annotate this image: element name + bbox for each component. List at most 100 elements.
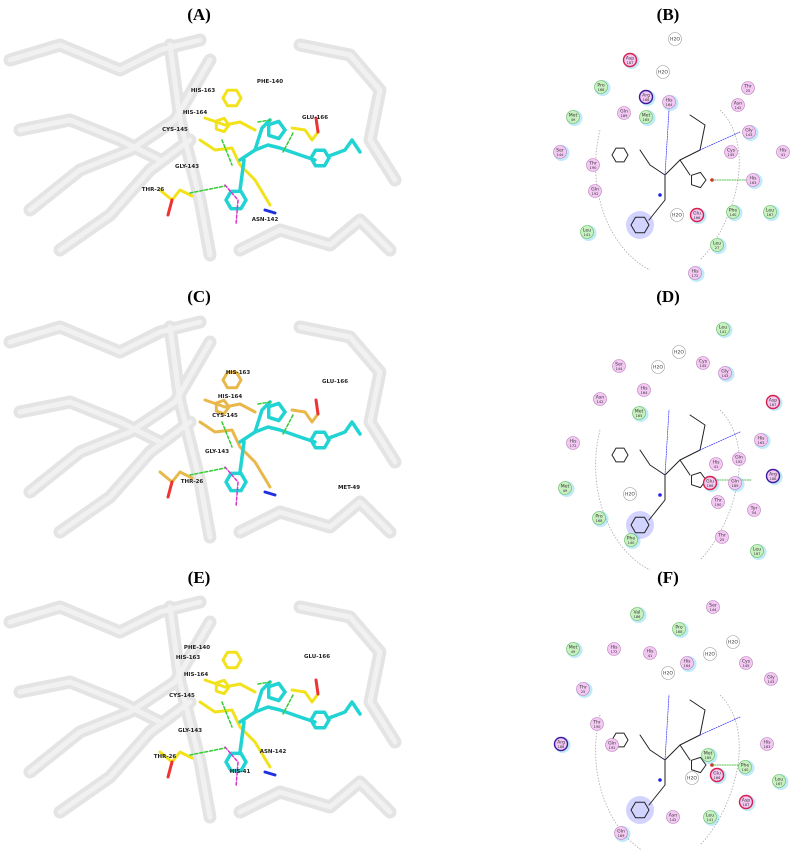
residue-number: 163 — [750, 181, 757, 185]
residue-circle — [776, 145, 790, 159]
water-label: H2O — [658, 70, 668, 76]
residue-number: 41 — [781, 153, 786, 157]
residue-circle — [566, 110, 580, 124]
residue-name: Asp — [626, 56, 635, 62]
residue-name: Gly — [767, 675, 775, 681]
residue-circle — [592, 511, 606, 525]
residue-number: 186 — [634, 615, 642, 619]
residue-stick — [198, 700, 272, 769]
ligand-ring — [691, 471, 707, 489]
residue-circle — [760, 737, 774, 751]
residue-name: Gln — [608, 741, 616, 747]
protein-3d-panel: PHE-140HIS-163HIS-164CYS-145GLU-166GLY-1… — [3, 33, 402, 262]
hydrogen-bond — [221, 421, 233, 448]
water-label: H2O — [687, 776, 697, 782]
residue-circle — [553, 145, 567, 159]
residue-circle — [643, 646, 657, 660]
residue-name: Met — [569, 113, 578, 119]
residue-number: 163 — [758, 441, 765, 445]
residue-name: Gln — [620, 109, 628, 115]
residue-number: 27 — [715, 246, 720, 250]
residue-name: Asn — [596, 395, 605, 401]
ligand-ring — [309, 430, 331, 450]
ligand-bond — [679, 744, 691, 761]
residue-circle — [624, 533, 638, 547]
ribbon-highlight — [167, 42, 213, 258]
exposure-halo — [626, 211, 654, 239]
residue-name: Arg — [769, 472, 777, 478]
residue-number: 143 — [768, 680, 775, 684]
residue-circle — [732, 452, 746, 466]
residue-circle — [716, 322, 730, 336]
residue-label: HIS-163 — [191, 88, 216, 94]
residue-name: Thr — [592, 720, 601, 726]
residue-name: Glu — [706, 479, 714, 485]
residue-number: 164 — [684, 664, 692, 668]
ligand-ring — [630, 801, 650, 819]
nitrogen-atom — [658, 493, 662, 497]
ligand-bond — [253, 118, 272, 152]
water-node: H2O — [623, 487, 637, 501]
residue-circle — [742, 125, 756, 139]
ligand-bond — [327, 700, 362, 720]
residue-label: GLU-166 — [322, 379, 348, 385]
residue-circle — [617, 106, 631, 120]
residue-circle — [709, 457, 723, 471]
ligand-sticks — [224, 118, 362, 211]
residue-circle — [711, 495, 725, 509]
nitrogen-atom — [658, 778, 662, 782]
residue-name: Ser — [709, 603, 717, 609]
residue-label: GLY-143 — [175, 164, 199, 170]
residue-circle — [614, 826, 628, 840]
residue-label: GLU-166 — [302, 115, 328, 121]
panel-label-b: (B) — [657, 5, 680, 24]
ligand-2d — [611, 414, 714, 539]
residue-name: Met — [561, 484, 570, 490]
residue-number: 144 — [557, 153, 565, 157]
residue-number: 140 — [730, 213, 738, 217]
residue-name: Thr — [588, 161, 597, 167]
residue-label: HIS-41 — [230, 769, 251, 775]
hydrogen-bond — [221, 139, 233, 166]
residue-number: 168 — [598, 88, 606, 92]
interactions — [189, 681, 294, 788]
residue-name: Thr — [717, 533, 726, 539]
hydrogen-bond — [189, 467, 226, 476]
residue-label: HIS-163 — [176, 655, 201, 661]
residue-number: 167 — [776, 782, 783, 786]
residue-stick — [263, 208, 277, 215]
residue-name: Leu — [753, 547, 761, 553]
residue-circle — [738, 760, 752, 774]
residue-number: 166 — [707, 484, 715, 488]
pi-interaction — [224, 466, 239, 508]
residue-label: THR-26 — [142, 187, 165, 193]
residue-number: 192 — [736, 460, 743, 464]
ribbon-highlight — [27, 339, 213, 495]
ribbon-highlight — [17, 117, 163, 163]
ligand-ring — [266, 401, 287, 423]
residue-number: 142 — [597, 400, 604, 404]
ribbon-highlight — [237, 779, 393, 815]
